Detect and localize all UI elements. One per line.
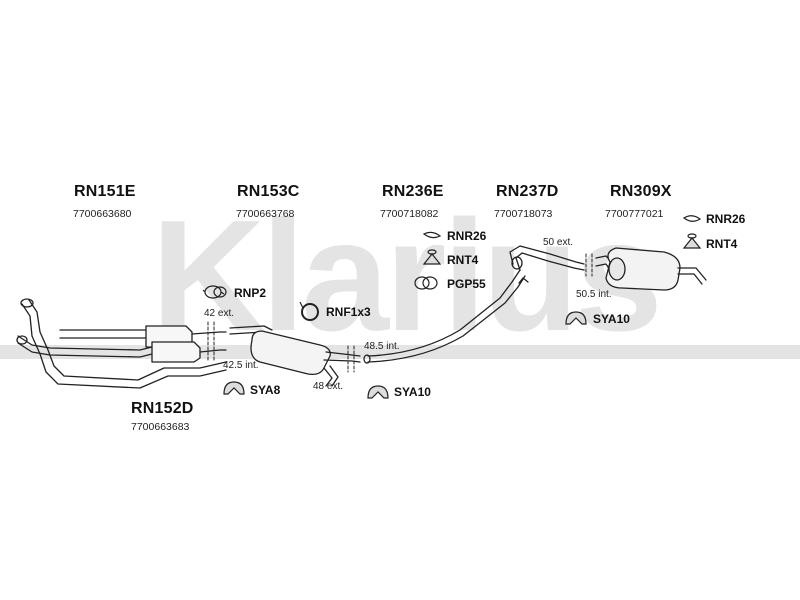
part-code-rn236e: RN236E	[382, 183, 444, 200]
hanger-icon-sya10-mid	[367, 385, 389, 399]
part-code-rn152d: RN152D	[131, 400, 194, 417]
part-number-rn236e: 7700718082	[380, 208, 439, 220]
rear-silencer-rn309x	[595, 247, 707, 291]
fitting-label-rnr26-mid: RNR26	[447, 229, 487, 243]
fitting-label-rnf1x3: RNF1x3	[326, 305, 371, 319]
part-number-rn309x: 7700777021	[605, 208, 664, 220]
joint-marks	[207, 253, 593, 373]
fitting-label-sya8: SYA8	[250, 383, 281, 397]
fitting-label-sya10-right: SYA10	[593, 312, 630, 326]
part-number-rn151e: 7700663680	[73, 208, 132, 220]
hanger-icon-sya8	[223, 381, 245, 395]
part-code-rn153c: RN153C	[237, 183, 300, 200]
rear-pipe-rn237d	[509, 245, 585, 284]
mount-icon-rnt4-mid	[422, 249, 442, 265]
part-number-rn152d: 7700663683	[131, 421, 190, 433]
fitting-label-rnr26-right: RNR26	[706, 212, 746, 226]
clamp-icon-rnp2	[202, 285, 227, 299]
measurement-48-ext: 48 ext.	[313, 381, 344, 392]
part-number-rn153c: 7700663768	[236, 208, 295, 220]
part-number-rn237d: 7700718073	[494, 208, 553, 220]
mount-icon-rnt4-right	[682, 233, 702, 249]
hanger-icon-sya10-right	[565, 311, 587, 325]
front-silencer-rn151e	[59, 325, 227, 363]
washer-icon-rnr26-mid	[422, 231, 442, 239]
measurement-50-ext: 50 ext.	[543, 237, 574, 248]
clamp-icon-pgp55	[414, 276, 438, 290]
fitting-label-sya10-mid: SYA10	[394, 385, 431, 399]
washer-icon-rnr26-right	[682, 215, 702, 222]
watermark-text: Klarius	[151, 188, 659, 364]
fitting-label-pgp55: PGP55	[447, 277, 486, 291]
measurement-50-5-int: 50.5 int.	[576, 289, 612, 300]
ring-icon-rnf1x3	[299, 301, 319, 321]
fitting-label-rnt4-right: RNT4	[706, 237, 738, 251]
fitting-icons	[202, 215, 702, 399]
intermediate-pipe-rn236e	[363, 269, 526, 364]
fitting-label-rnt4-mid: RNT4	[447, 253, 479, 267]
front-pipe-rn152d	[16, 298, 227, 389]
measurement-42-ext: 42 ext.	[204, 308, 235, 319]
fitting-label-rnp2: RNP2	[234, 286, 267, 300]
part-code-rn309x: RN309X	[610, 183, 672, 200]
middle-silencer-rn153c	[229, 325, 361, 387]
part-code-rn237d: RN237D	[496, 183, 559, 200]
measurement-42-5-int: 42.5 int.	[223, 360, 259, 371]
measurement-48-5-int: 48.5 int.	[364, 341, 400, 352]
part-code-rn151e: RN151E	[74, 183, 136, 200]
